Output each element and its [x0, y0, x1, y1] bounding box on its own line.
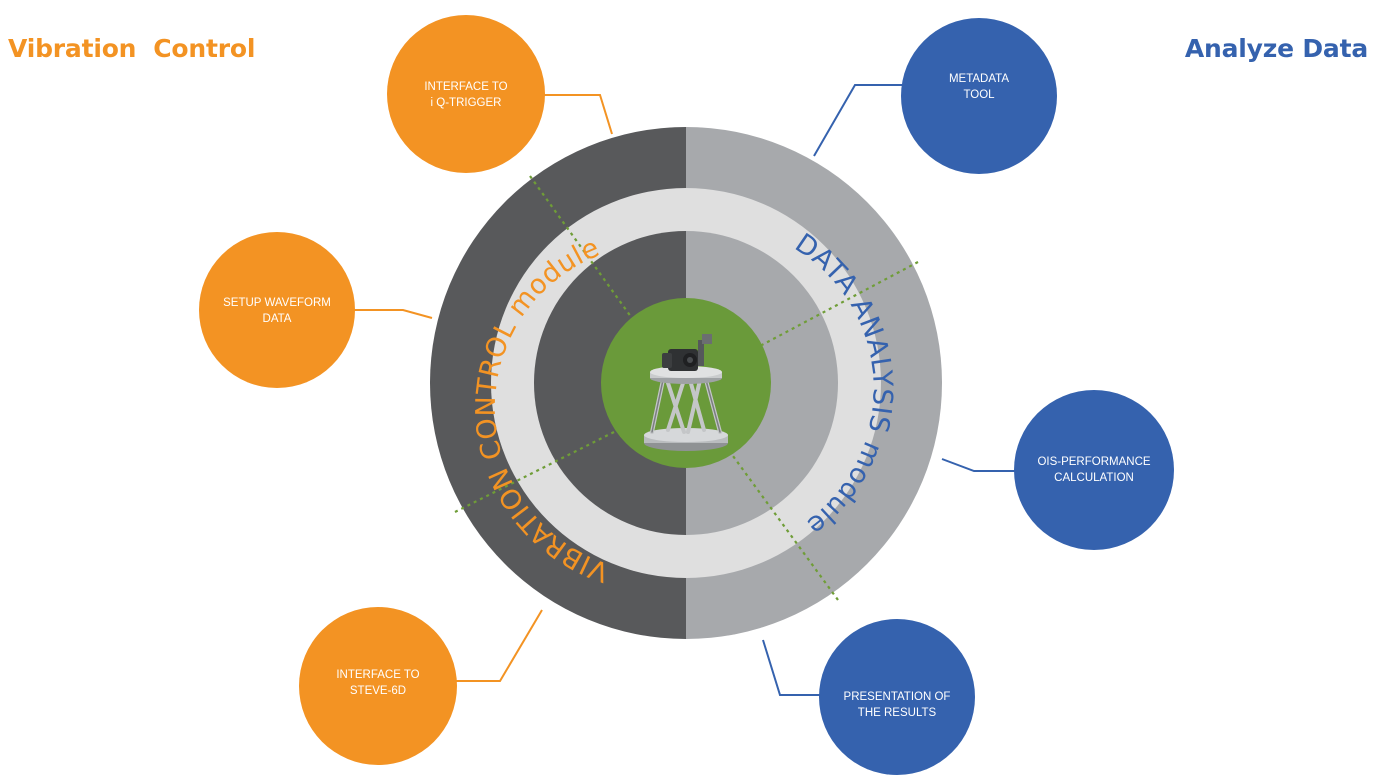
bubble-iq-trigger-line2: i Q-TRIGGER — [431, 97, 502, 109]
bubble-metadata-line2: TOOL — [963, 89, 995, 101]
bubble-ois-line2: CALCULATION — [1054, 472, 1134, 484]
connector-presentation — [762, 639, 821, 696]
bubble-ois-line1: OIS-PERFORMANCE — [1037, 456, 1150, 468]
bubble-setup-waveform-line1: SETUP WAVEFORM — [223, 297, 331, 309]
connector-iq-trigger — [540, 94, 613, 135]
bubble-setup-waveform-line2: DATA — [263, 313, 292, 325]
bubble-steve-6d-line1: INTERFACE TO — [336, 669, 419, 681]
bubble-presentation-results: PRESENTATION OF THE RESULTS — [819, 619, 975, 775]
bubble-iq-trigger-line1: INTERFACE TO — [424, 81, 507, 93]
vibration-control-heading: Vibration Control — [8, 34, 256, 63]
bubble-interface-steve-6d: INTERFACE TO STEVE-6D — [299, 607, 457, 765]
connector-metadata — [813, 84, 908, 157]
connector-steve-6d — [452, 609, 543, 682]
hexapod-motion-platform-icon — [644, 334, 728, 451]
analyze-data-heading: Analyze Data — [1184, 34, 1368, 63]
bubble-presentation-line1: PRESENTATION OF — [844, 691, 951, 703]
bubble-metadata-tool: METADATA TOOL — [901, 18, 1057, 174]
bubble-interface-iq-trigger: INTERFACE TO i Q-TRIGGER — [387, 15, 545, 173]
connector-setup-waveform — [345, 309, 433, 319]
dotted-rays — [454, 175, 919, 601]
bubble-presentation-line2: THE RESULTS — [858, 707, 937, 719]
connector-ois-performance — [941, 458, 1016, 472]
bubble-setup-waveform: SETUP WAVEFORM DATA — [199, 232, 355, 388]
bubble-metadata-line1: METADATA — [949, 73, 1009, 85]
connector-lines — [345, 84, 1016, 696]
bubble-steve-6d-line2: STEVE-6D — [350, 685, 406, 697]
bubble-ois-performance: OIS-PERFORMANCE CALCULATION — [1014, 390, 1174, 550]
